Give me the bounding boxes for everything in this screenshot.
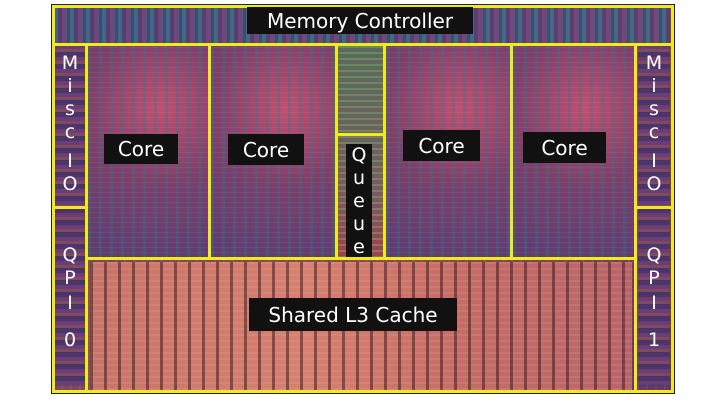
l3-cache-label: Shared L3 Cache bbox=[249, 298, 457, 331]
l3-cache-block bbox=[85, 257, 637, 393]
memory-controller-block bbox=[52, 5, 674, 46]
queue-label: Q u e u e bbox=[346, 144, 372, 259]
misc-io-left-label: M i s c I O bbox=[61, 52, 79, 195]
memory-controller-label: Memory Controller bbox=[247, 7, 473, 34]
misc-io-right-label: M i s c I O bbox=[645, 52, 663, 195]
core-label-1: Core bbox=[104, 134, 178, 164]
core-label-2: Core bbox=[228, 134, 304, 165]
core-label-3: Core bbox=[403, 130, 480, 161]
qpi-1-label: Q P I 1 bbox=[646, 244, 662, 351]
core-label-4: Core bbox=[523, 132, 606, 163]
right-edge-texture bbox=[638, 45, 670, 385]
qpi-0-label: Q P I 0 bbox=[62, 244, 78, 351]
left-edge-texture bbox=[55, 45, 87, 385]
